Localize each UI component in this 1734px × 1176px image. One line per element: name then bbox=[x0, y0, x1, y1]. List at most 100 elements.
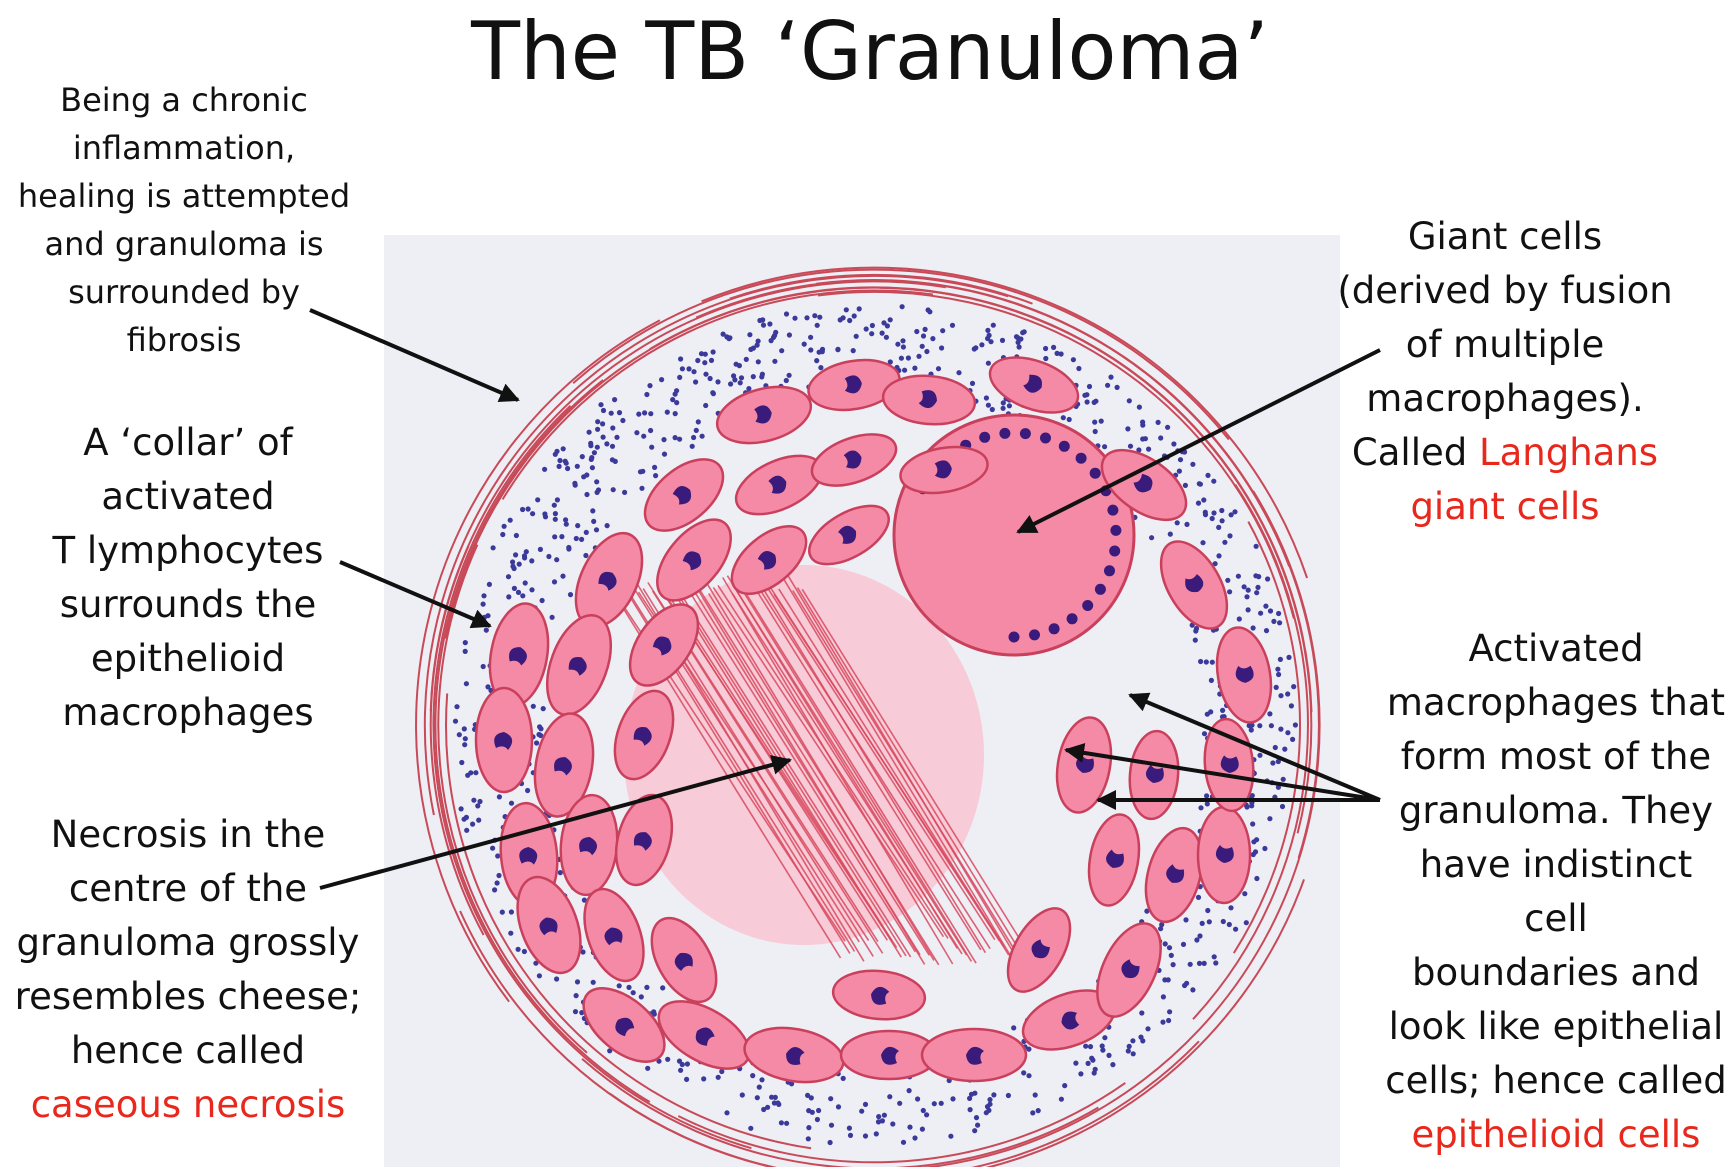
lymphocyte-dot bbox=[983, 395, 990, 401]
lymphocyte-dot bbox=[594, 479, 600, 485]
lymphocyte-dot bbox=[851, 313, 857, 319]
lymphocyte-dot bbox=[691, 369, 697, 375]
lymphocyte-dot bbox=[1205, 907, 1211, 914]
lymphocyte-dot bbox=[786, 372, 792, 378]
label-line: A ‘collar’ of bbox=[83, 421, 293, 464]
lymphocyte-dot bbox=[1060, 415, 1066, 421]
macrophage-nucleus bbox=[768, 475, 787, 494]
lymphocyte-dot bbox=[686, 366, 692, 372]
lymphocyte-dot bbox=[626, 984, 632, 991]
necrosis-fiber bbox=[684, 584, 916, 953]
epithelioid-cells-term: epithelioid cells bbox=[1411, 1113, 1701, 1156]
lymphocyte-dot bbox=[971, 346, 977, 352]
fibrosis-label: Being a chronic inflammation, healing is… bbox=[8, 76, 360, 364]
macrophage-cell bbox=[582, 987, 666, 1063]
lymphocyte-dot bbox=[1213, 960, 1219, 966]
lymphocyte-dot bbox=[1035, 1108, 1041, 1114]
lymphocyte-dot bbox=[1078, 1071, 1084, 1077]
necrosis-fiber bbox=[782, 578, 1015, 962]
lymphocyte-dot bbox=[1161, 453, 1168, 459]
lymphocyte-dot bbox=[523, 549, 529, 555]
lymphocyte-dot bbox=[1090, 1057, 1096, 1063]
lymphocyte-dot bbox=[772, 1094, 778, 1100]
lymphocyte-dot bbox=[919, 1126, 926, 1132]
lymphocyte-dot bbox=[645, 1065, 651, 1071]
lymphocyte-dot bbox=[638, 994, 644, 1000]
giant-cell-nucleus bbox=[1107, 504, 1119, 516]
lymphocyte-dot bbox=[1220, 707, 1226, 713]
lymphocyte-dot bbox=[609, 443, 616, 449]
lymphocyte-dot bbox=[703, 402, 709, 409]
necrosis-fiber bbox=[745, 593, 977, 964]
lymphocyte-dot bbox=[869, 331, 875, 337]
lymphocyte-dot bbox=[551, 502, 557, 508]
lymphocyte-dot bbox=[1149, 535, 1155, 541]
lymphocyte-dot bbox=[1241, 584, 1247, 590]
label-line: resembles cheese; bbox=[14, 975, 362, 1018]
lymphocyte-dot bbox=[898, 355, 905, 361]
lymphocyte-dot bbox=[693, 379, 699, 385]
lymphocyte-dot bbox=[1249, 803, 1255, 809]
giant-cell-nucleus bbox=[1082, 600, 1094, 611]
lymphocyte-dot bbox=[817, 314, 823, 320]
lymphocyte-dot bbox=[907, 1124, 913, 1130]
macrophage-cell bbox=[650, 916, 718, 1004]
label-line: Called Langhans bbox=[1320, 426, 1690, 480]
lymphocyte-dot bbox=[1085, 1060, 1091, 1066]
lymphocyte-dot bbox=[579, 536, 585, 542]
lymphocyte-dot bbox=[739, 1092, 745, 1098]
lymphocyte-dot bbox=[1160, 1019, 1166, 1025]
lymphocyte-dot bbox=[1062, 1083, 1068, 1089]
lymphocyte-dot bbox=[566, 544, 572, 551]
lymphocyte-dot bbox=[1243, 920, 1249, 926]
lymphocyte-dot bbox=[1087, 1044, 1094, 1050]
lymphocyte-dot bbox=[949, 322, 956, 328]
lymphocyte-dot bbox=[649, 444, 655, 450]
lymphocyte-dot bbox=[906, 1088, 912, 1094]
label-line: macrophages that bbox=[1386, 681, 1726, 724]
lymphocyte-dot bbox=[1277, 656, 1283, 662]
lymphocyte-dot bbox=[873, 1131, 879, 1137]
macrophage-cell bbox=[1021, 989, 1117, 1051]
lymphocyte-dot bbox=[1083, 1043, 1089, 1049]
lymphocyte-dot bbox=[881, 1112, 887, 1118]
giant-cells-term: giant cells bbox=[1410, 485, 1600, 528]
lymphocyte-dot bbox=[991, 1092, 997, 1098]
label-line: macrophages). bbox=[1366, 377, 1644, 420]
label-line: boundaries and bbox=[1411, 951, 1701, 994]
lymphocyte-dot bbox=[529, 587, 535, 593]
lymphocyte-dot bbox=[590, 508, 596, 514]
lymphocyte-dot bbox=[483, 627, 489, 633]
lymphocyte-dot bbox=[1276, 610, 1282, 617]
lymphocyte-dot bbox=[1252, 849, 1259, 855]
lymphocyte-dot bbox=[1170, 962, 1176, 968]
lymphocyte-dot bbox=[1142, 436, 1148, 442]
macrophage-nucleus bbox=[934, 460, 952, 479]
lymphocyte-dot bbox=[660, 985, 666, 991]
page-title: The TB ‘Granuloma’ bbox=[471, 5, 1269, 98]
lymphocyte-dot bbox=[1200, 540, 1206, 546]
lymphocyte-dot bbox=[1263, 603, 1269, 609]
lymphocyte-dot bbox=[755, 338, 761, 344]
lymphocyte-dot bbox=[463, 681, 469, 687]
lymphocyte-dot bbox=[1269, 780, 1275, 786]
lymphocyte-dot bbox=[1267, 816, 1273, 822]
lymphocyte-dot bbox=[1030, 1110, 1036, 1116]
lymphocyte-dot bbox=[556, 463, 562, 469]
lymphocyte-dot bbox=[1199, 920, 1205, 927]
giant-cell-nucleus bbox=[1029, 629, 1040, 641]
lymphocyte-dot bbox=[695, 419, 701, 425]
lymphocyte-dot bbox=[677, 374, 683, 380]
lymphocyte-dot bbox=[525, 506, 531, 512]
lymphocyte-dot bbox=[783, 311, 790, 317]
lymphocyte-dot bbox=[1092, 428, 1098, 435]
label-line: look like epithelial bbox=[1388, 1005, 1724, 1048]
necrosis-fiber bbox=[754, 575, 987, 954]
lymphocyte-dot bbox=[525, 787, 531, 794]
lymphocyte-dot bbox=[594, 489, 600, 495]
lymphocyte-dot bbox=[938, 1100, 944, 1106]
lymphocyte-dot bbox=[644, 391, 650, 398]
label-line: and granuloma is bbox=[44, 225, 324, 263]
lymphocyte-dot bbox=[924, 1112, 930, 1118]
lymphocyte-dot bbox=[1092, 419, 1098, 425]
